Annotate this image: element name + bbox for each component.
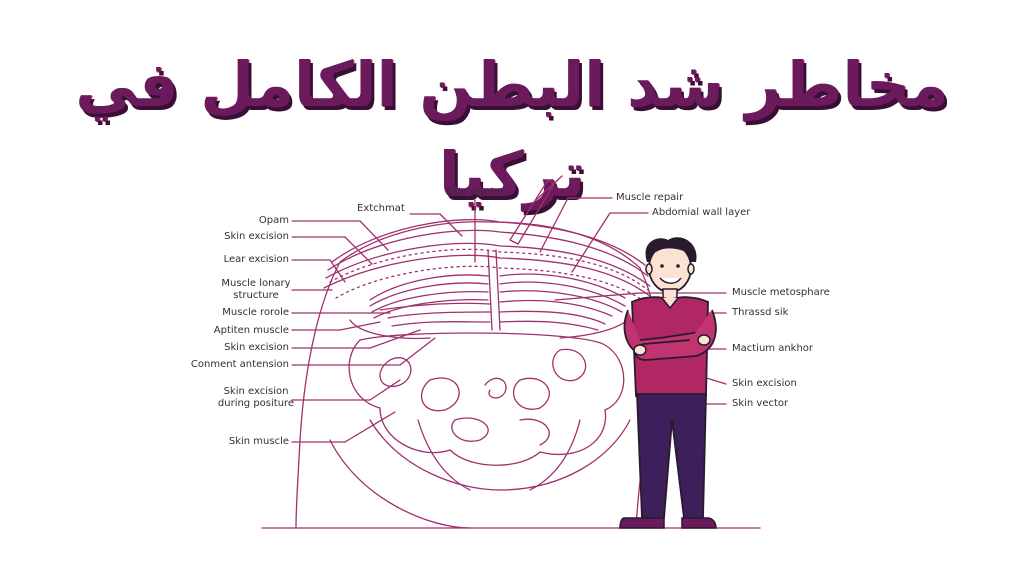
rectus-muscle-right: [499, 273, 626, 299]
pants: [636, 393, 707, 519]
shoes: [619, 517, 665, 529]
label-right-3: Mactium ankhor: [732, 343, 814, 354]
label-top-2: Skin drorige: [446, 187, 507, 198]
label-left-5: Muscle rorole: [222, 307, 289, 318]
label-top-3: Muscle repair: [616, 192, 684, 203]
label-left-9: Skin excision during positure: [217, 386, 295, 409]
rectus-muscle-left: [369, 274, 489, 301]
label-left-3: Lear excision: [223, 254, 289, 265]
label-left-7: Skin excision: [224, 342, 289, 353]
label-left-8: Conment antension: [190, 359, 289, 370]
torso-outline: [299, 221, 658, 529]
label-right-2: Thrassd sik: [732, 307, 789, 318]
skin-layer-outer: [331, 219, 646, 266]
person-illustration: [619, 237, 717, 529]
label-right-5: Skin vector: [732, 398, 789, 409]
label-top-4: Abdomial wall layer: [652, 207, 751, 218]
page-title: مخاطر شد البطن الكامل في تركيا: [75, 48, 949, 211]
label-left-4: Muscle lonary structure: [221, 278, 291, 301]
label-left-10: Skin muscle: [228, 436, 289, 447]
label-right-1: Muscle metosphare: [732, 287, 830, 298]
label-top-1: Extchmat: [357, 203, 405, 214]
label-left-2: Skin excision: [224, 231, 289, 242]
label-left-1: Opam: [258, 215, 289, 226]
label-right-4: Skin excision: [732, 378, 797, 389]
label-left-6: Aptiten muscle: [213, 325, 289, 336]
